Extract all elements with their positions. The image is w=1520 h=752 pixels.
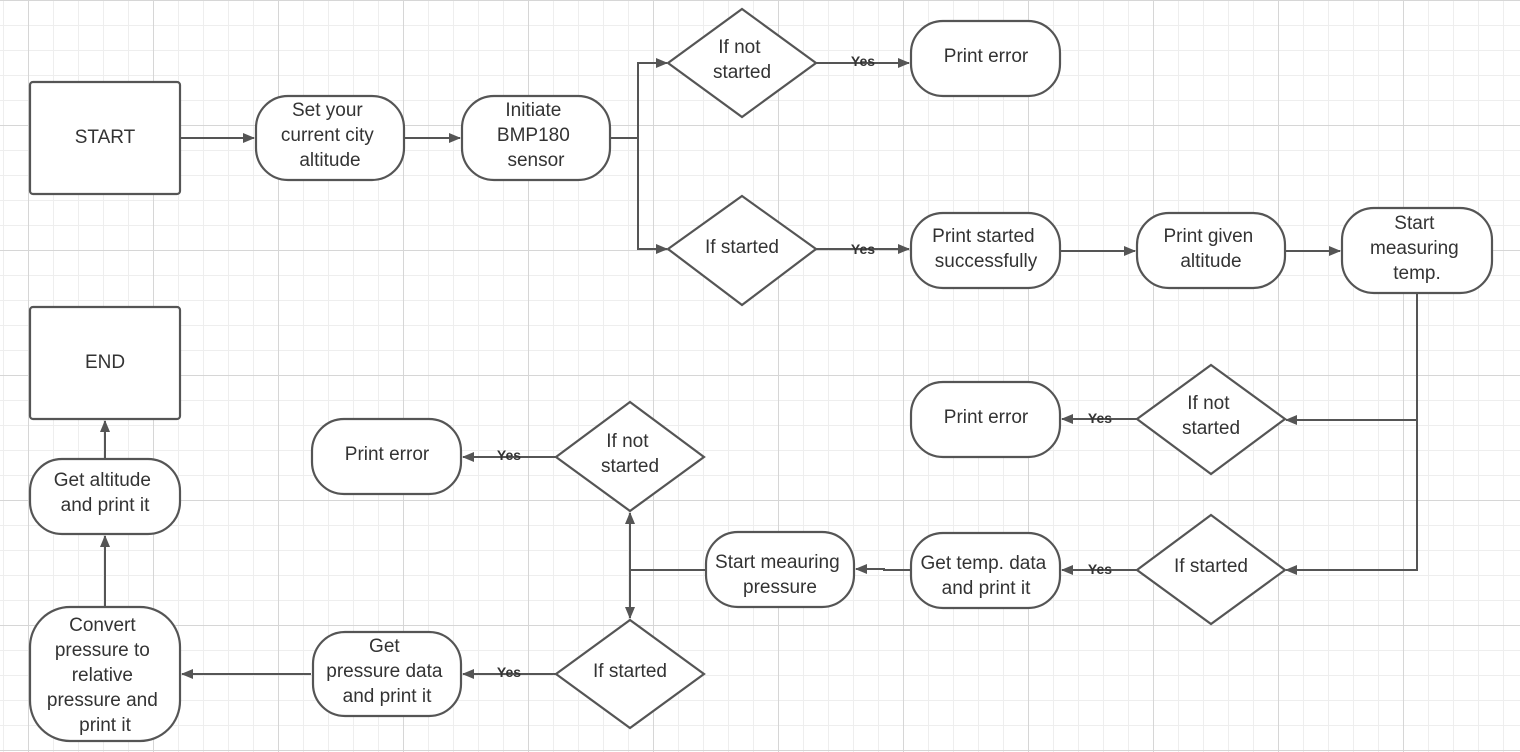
node-start-pressure-label: Start meauring pressure (715, 552, 845, 598)
node-get-temp: Get temp. data and print it (909, 531, 1062, 610)
node-initiate-sensor: Initiate BMP180 sensor (460, 94, 612, 182)
node-print-altitude-label: Print given altitude (1163, 226, 1258, 272)
node-if-not-started-3-label: If not started (601, 431, 659, 477)
node-if-not-started-2: If not started (1135, 363, 1287, 476)
node-get-altitude: Get altitude and print it (28, 457, 182, 536)
edge-get-temp-to-start-pressure (855, 564, 910, 574)
node-start-temp-label: Start measuring temp. (1370, 213, 1464, 284)
node-print-error-3: Print error (310, 417, 463, 496)
node-convert-pressure-label: Convert pressure to relative pressure an… (47, 615, 163, 736)
node-if-started-3: If started (554, 618, 706, 730)
node-print-started-label: Print started successfully (932, 226, 1040, 272)
node-print-error-2: Print error (909, 380, 1062, 459)
yes-label: Yes (497, 447, 521, 463)
node-start: START (28, 80, 182, 196)
node-print-error-2-label: Print error (944, 407, 1029, 428)
node-initiate-sensor-label: Initiate BMP180 sensor (497, 100, 575, 171)
node-get-altitude-label: Get altitude and print it (54, 470, 156, 516)
yes-label: Yes (851, 53, 875, 69)
node-end: END (28, 305, 182, 421)
node-if-not-started-1-label: If not started (713, 37, 771, 83)
edge-initiate-to-if-not-started-1 (637, 58, 668, 138)
node-get-pressure: Get pressure data and print it (311, 630, 463, 718)
yes-label: Yes (851, 241, 875, 257)
node-start-label: START (75, 127, 136, 148)
yes-label: Yes (1088, 410, 1112, 426)
node-set-altitude-label: Set your current city altitude (281, 100, 379, 171)
node-set-altitude: Set your current city altitude (254, 94, 406, 182)
node-if-started-3-label: If started (593, 661, 667, 682)
node-if-not-started-2-label: If not started (1182, 393, 1240, 439)
edge-labels: Yes Yes Yes Yes Yes Yes (497, 53, 1112, 680)
node-start-temp: Start measuring temp. (1340, 206, 1494, 295)
yes-label: Yes (1088, 561, 1112, 577)
node-print-error-3-label: Print error (345, 444, 430, 465)
edge-start-temp-to-if-started-2 (1285, 420, 1418, 575)
node-if-not-started-1: If not started (666, 7, 818, 119)
edges (100, 58, 1418, 679)
edge-initiate-to-if-started-1 (637, 138, 668, 254)
node-if-started-1: If started (666, 194, 818, 307)
node-if-started-1-label: If started (705, 237, 779, 258)
yes-label: Yes (497, 664, 521, 680)
node-print-error-1: Print error (909, 19, 1062, 98)
node-end-label: END (85, 352, 125, 373)
node-convert-pressure: Convert pressure to relative pressure an… (28, 605, 182, 743)
node-get-temp-label: Get temp. data and print it (921, 553, 1052, 599)
node-if-not-started-3: If not started (554, 400, 706, 513)
node-if-started-2: If started (1135, 513, 1287, 626)
node-get-pressure-label: Get pressure data and print it (326, 636, 447, 707)
node-print-error-1-label: Print error (944, 46, 1029, 67)
node-if-started-2-label: If started (1174, 556, 1248, 577)
node-print-altitude: Print given altitude (1135, 211, 1287, 290)
node-start-pressure: Start meauring pressure (704, 530, 856, 609)
node-print-started: Print started successfully (909, 211, 1062, 290)
